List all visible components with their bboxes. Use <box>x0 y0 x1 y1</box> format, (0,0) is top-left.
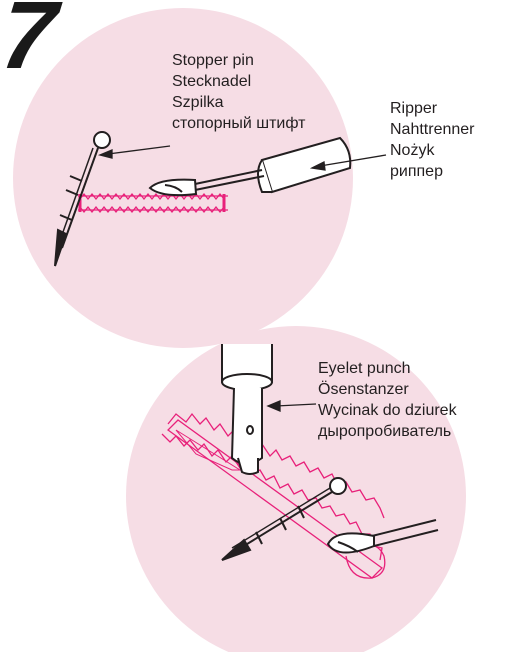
ripper-label-ru: риппер <box>390 161 475 182</box>
ripper-label-de: Nahttrenner <box>390 119 475 140</box>
step-number: 7 <box>0 0 60 84</box>
stopper-pin-label-pl: Szpilka <box>172 92 305 113</box>
stopper-pin-label-de: Stecknadel <box>172 71 305 92</box>
stopper-pin-label-ru: стопорный штифт <box>172 113 305 134</box>
ripper-label-en: Ripper <box>390 98 475 119</box>
stopper-pin-label: Stopper pin Stecknadel Szpilka стопорный… <box>172 50 305 134</box>
ripper-label-pl: Nożyk <box>390 140 475 161</box>
eyelet-punch-label-en: Eyelet punch <box>318 358 457 379</box>
ripper-label: Ripper Nahttrenner Nożyk риппер <box>390 98 475 182</box>
eyelet-punch-label-ru: дыропробиватель <box>318 421 457 442</box>
eyelet-punch-label-pl: Wycinak do dziurek <box>318 400 457 421</box>
eyelet-punch-label: Eyelet punch Ösenstanzer Wycinak do dziu… <box>318 358 457 442</box>
stopper-pin-label-en: Stopper pin <box>172 50 305 71</box>
eyelet-punch-label-de: Ösenstanzer <box>318 379 457 400</box>
